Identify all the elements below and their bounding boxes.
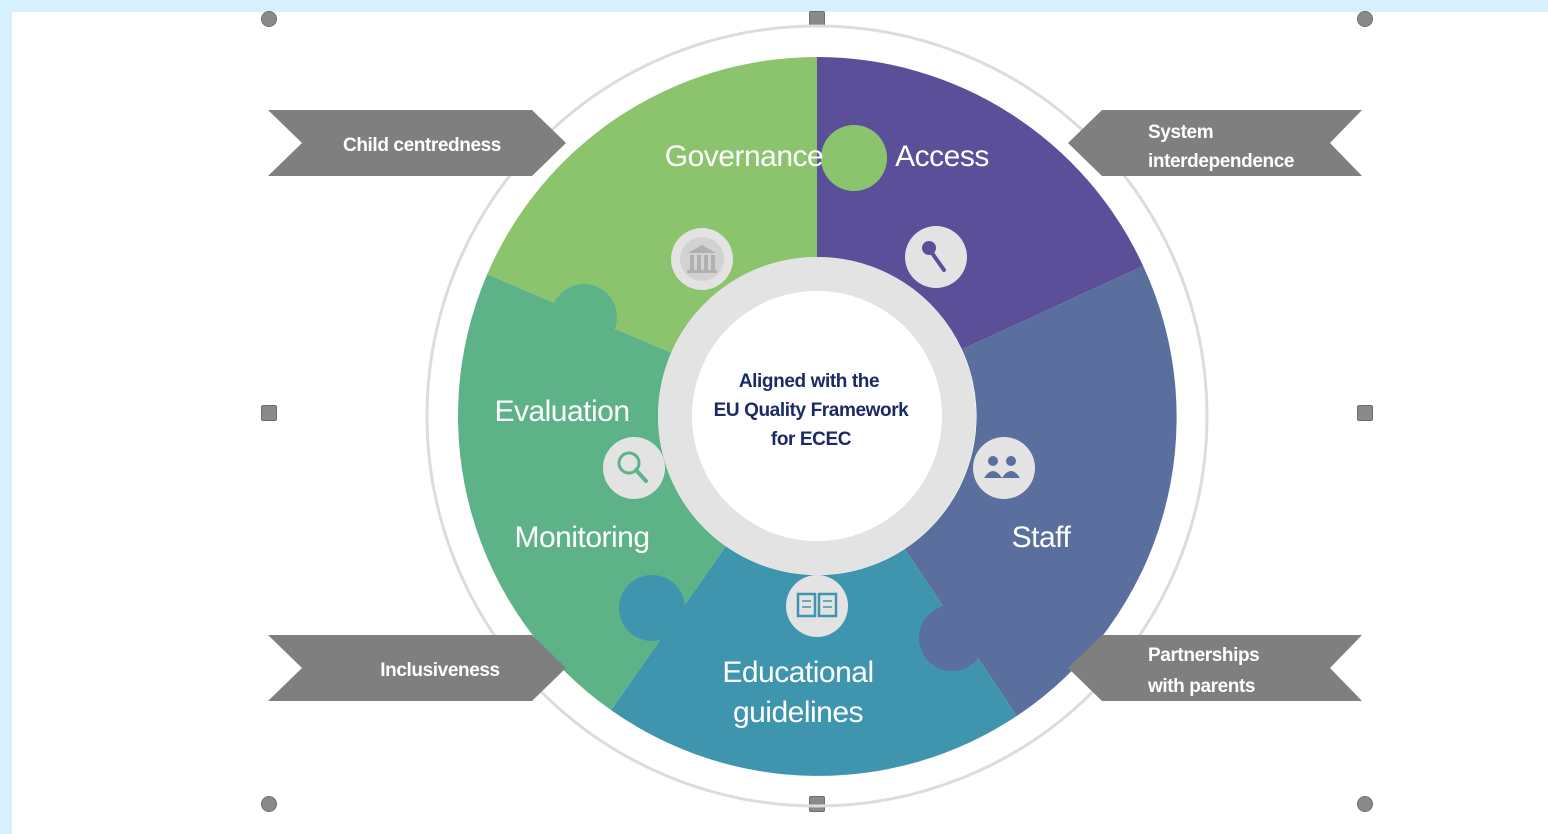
tag-partnerships-with-parents: Partnerships with parents <box>1068 635 1362 701</box>
segment-access[interactable] <box>817 57 1144 350</box>
resize-handle-bottom-left[interactable] <box>261 796 277 812</box>
tag-child-centredness: Child centredness <box>268 110 566 176</box>
segment-label-evaluation: Evaluation <box>494 395 629 428</box>
diagram-canvas: Aligned with the EU Quality Framework fo… <box>12 11 1548 834</box>
tag-label-system: System <box>1148 122 1213 143</box>
puzzle-tab-educational <box>619 575 685 641</box>
segment-label-staff: Staff <box>1012 521 1072 554</box>
puzzle-wheel-diagram: Aligned with the EU Quality Framework fo… <box>268 24 1362 808</box>
resize-handle-bottom[interactable] <box>809 796 825 812</box>
outer-ring <box>425 24 1209 808</box>
center-line-1: Aligned with the <box>739 371 879 392</box>
tag-label-with-parents: with parents <box>1147 676 1255 697</box>
segment-label-educational: Educational <box>722 656 873 689</box>
open-book-icon <box>786 575 848 637</box>
tag-inclusiveness: Inclusiveness <box>268 635 566 701</box>
puzzle-tab-staff-lower <box>919 605 985 671</box>
segment-label-access: Access <box>895 140 989 173</box>
tag-label-child-centredness: Child centredness <box>343 135 501 156</box>
resize-handle-top-right[interactable] <box>1357 11 1373 27</box>
tag-label-interdependence: interdependence <box>1148 151 1294 172</box>
segment-label-governance: Governance <box>665 140 823 173</box>
segment-staff[interactable] <box>904 265 1177 717</box>
tag-system-interdependence: System interdependence <box>1068 110 1362 176</box>
people-icon <box>973 437 1035 499</box>
center-line-3: for ECEC <box>771 429 852 450</box>
puzzle-tab-staff <box>1029 326 1095 392</box>
magnifier-icon <box>603 437 665 499</box>
inner-ring <box>658 257 976 575</box>
center-line-2: EU Quality Framework <box>714 400 910 421</box>
puzzle-tab-evaluation <box>551 284 617 350</box>
segment-governance[interactable] <box>487 57 817 353</box>
tag-label-partnerships: Partnerships <box>1148 645 1259 666</box>
segment-label-monitoring: Monitoring <box>514 521 649 554</box>
tag-label-inclusiveness: Inclusiveness <box>380 660 499 681</box>
building-columns-icon <box>671 228 733 290</box>
key-icon <box>905 226 967 288</box>
resize-handle-top-left[interactable] <box>261 11 277 27</box>
segment-label-guidelines: guidelines <box>733 696 863 729</box>
resize-handle-right[interactable] <box>1357 405 1373 421</box>
center-disc <box>692 291 942 541</box>
resize-handle-bottom-right[interactable] <box>1357 796 1373 812</box>
puzzle-tab-governance <box>821 125 887 191</box>
segment-educational-guidelines[interactable] <box>611 546 1017 776</box>
resize-handle-left[interactable] <box>261 405 277 421</box>
